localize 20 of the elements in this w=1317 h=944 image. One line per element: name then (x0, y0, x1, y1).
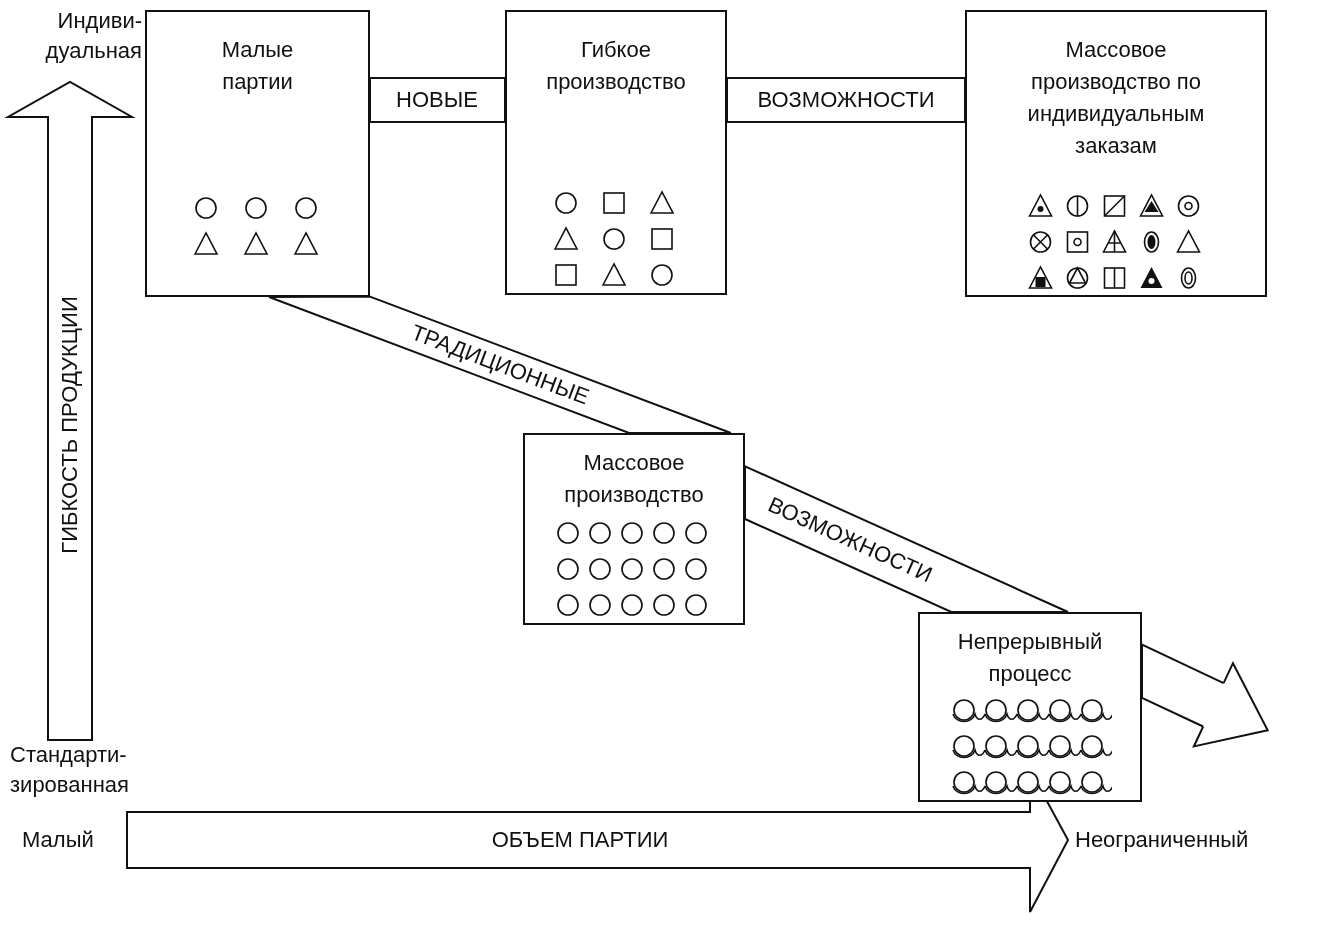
process-box (965, 10, 1267, 297)
band-connector (268, 295, 732, 434)
axis-end-label: Неограниченный (1075, 826, 1249, 854)
axis-label: ОБЪЕМ ПАРТИИ (490, 827, 670, 853)
axis-end-label: Индиви-дуальная (44, 7, 142, 65)
process-box (145, 10, 370, 297)
band-connector (744, 464, 1069, 613)
band-connector (369, 77, 506, 123)
axis-label: ГИБКОСТЬ ПРОДУКЦИИ (57, 295, 83, 556)
node-title: Малые партии (220, 36, 295, 96)
axis-end-label: Стандарти-зированная (10, 741, 130, 799)
node-title: Массовое производство по индивидуальным заказам (1026, 36, 1206, 160)
band-connector (726, 77, 966, 123)
process-box (505, 10, 727, 295)
process-box (523, 433, 745, 625)
axis-end-label: Малый (22, 826, 94, 854)
node-title: Гибкое производство (545, 36, 687, 96)
node-title: Массовое производство (563, 449, 705, 509)
process-box (918, 612, 1142, 802)
node-title: Непрерывный процесс (956, 628, 1104, 688)
